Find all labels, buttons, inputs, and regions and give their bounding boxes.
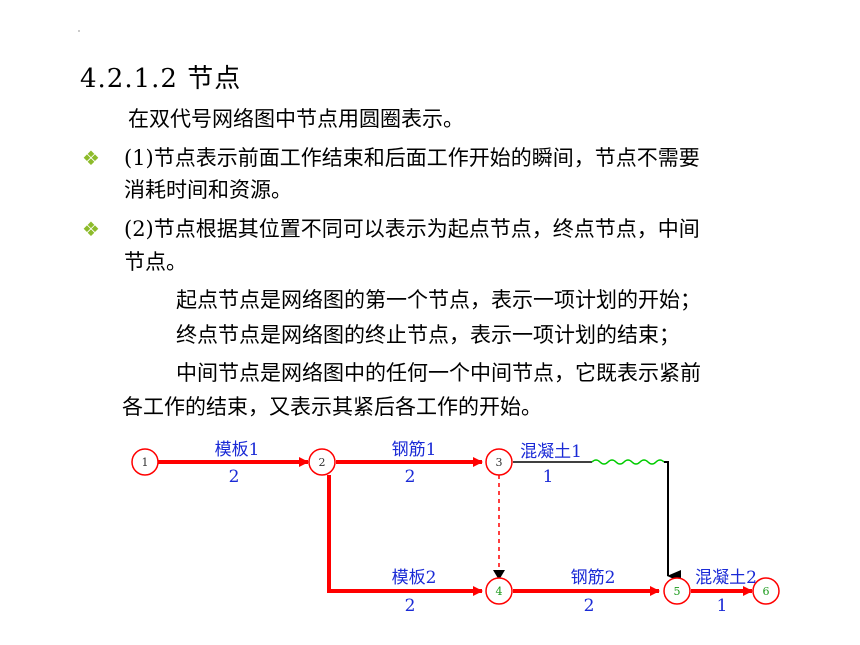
node-2: 2 — [308, 448, 336, 476]
middle-node-line1: 中间节点是网络图中的任何一个中间节点，它既表示紧前 — [176, 361, 701, 385]
intro-text: 在双代号网络图中节点用圆圈表示。 — [128, 107, 464, 131]
point2-line1: (2)节点根据其位置不同可以表示为起点节点，终点节点，中间 — [124, 217, 700, 241]
point1-line1: (1)节点表示前面工作结束和后面工作开始的瞬间，节点不需要 — [124, 146, 700, 170]
end-node-text: 终点节点是网络图的终止节点，表示一项计划的结束； — [176, 323, 680, 347]
activity-label-concrete1: 混凝土1 — [520, 442, 582, 462]
svg-text:1: 1 — [142, 456, 149, 469]
middle-node-line2: 各工作的结束，又表示其紧后各工作的开始。 — [122, 395, 542, 419]
svg-text:2: 2 — [319, 456, 326, 469]
activity-label-concrete2: 混凝土2 — [695, 568, 757, 588]
activity-duration-concrete1: 1 — [543, 467, 554, 487]
point1-line2: 消耗时间和资源。 — [124, 178, 292, 202]
node-4: 4 — [485, 577, 513, 605]
svg-text:4: 4 — [496, 585, 503, 598]
svg-text:5: 5 — [674, 585, 681, 598]
activity-label-formwork1: 模板1 — [215, 440, 260, 460]
arrow-wave-to-5 — [664, 461, 681, 582]
node-5: 5 — [663, 577, 691, 605]
free-float-wave — [591, 459, 665, 465]
activity-label-rebar2: 钢筋2 — [571, 568, 616, 588]
dummy-arrowhead — [493, 570, 505, 580]
svg-text:6: 6 — [763, 585, 770, 598]
point2-line2: 节点。 — [124, 250, 187, 274]
activity-label-formwork2: 模板2 — [392, 568, 437, 588]
activity-duration-rebar2: 2 — [584, 596, 595, 616]
svg-text:3: 3 — [496, 456, 503, 469]
node-3: 3 — [485, 448, 513, 476]
node-6: 6 — [752, 577, 780, 605]
activity-duration-concrete2: 1 — [717, 596, 728, 616]
node-1: 1 — [131, 448, 159, 476]
activity-duration-formwork2: 2 — [405, 596, 416, 616]
corner-dot — [78, 30, 80, 32]
activity-duration-rebar1: 2 — [405, 467, 416, 487]
diamond-bullet-icon: ❖ — [82, 217, 100, 241]
activity-label-rebar1: 钢筋1 — [392, 440, 437, 460]
diamond-bullet-icon: ❖ — [82, 146, 100, 170]
section-heading: 4.2.1.2 节点 — [80, 64, 242, 94]
activity-duration-formwork1: 2 — [229, 467, 240, 487]
arrow-2-4 — [327, 475, 483, 596]
start-node-text: 起点节点是网络图的第一个节点，表示一项计划的开始； — [176, 288, 701, 312]
